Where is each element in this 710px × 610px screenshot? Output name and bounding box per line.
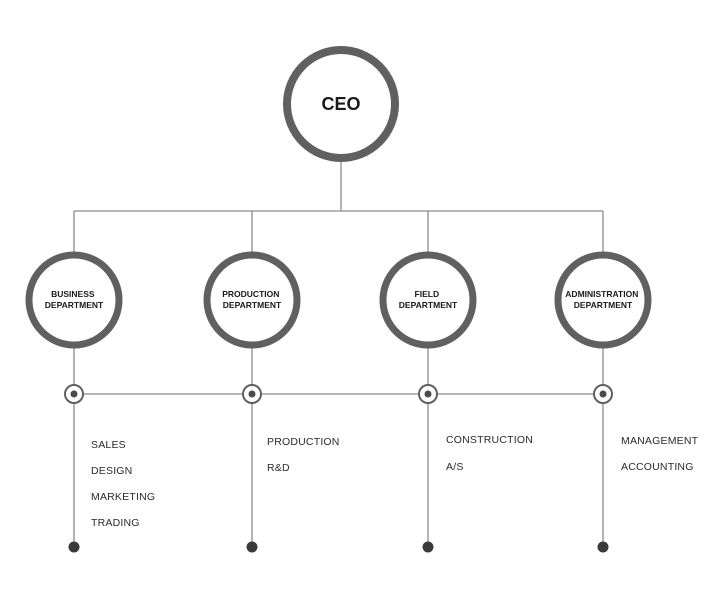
connectors	[73, 160, 604, 547]
items-list-administration: MANAGEMENT ACCOUNTING	[621, 435, 699, 473]
list-item: ACCOUNTING	[621, 461, 694, 473]
junction-dot	[70, 390, 78, 398]
department-node-field: FIELD DEPARTMENT	[379, 251, 477, 349]
junction-marker	[593, 384, 613, 404]
ceo-label: CEO	[321, 94, 360, 114]
junction-marker	[242, 384, 262, 404]
items-list-production: PRODUCTION R&D	[267, 436, 340, 474]
junction-dot	[599, 390, 607, 398]
items-list-business: SALES DESIGN MARKETING TRADING	[91, 439, 155, 529]
end-dot	[68, 541, 80, 553]
junction-dot	[424, 390, 432, 398]
department-label-line: FIELD	[415, 289, 440, 299]
end-dots	[68, 541, 609, 553]
list-item: R&D	[267, 462, 290, 474]
department-label-line: ADMINISTRATION	[565, 289, 638, 299]
department-circle	[25, 251, 123, 349]
list-item: PRODUCTION	[267, 436, 340, 448]
department-label-line: DEPARTMENT	[223, 300, 282, 310]
junction-marker	[418, 384, 438, 404]
junction-dot	[248, 390, 256, 398]
department-node-business: BUSINESS DEPARTMENT	[25, 251, 123, 349]
department-circle	[554, 251, 652, 349]
end-dot	[422, 541, 434, 553]
department-circle	[203, 251, 301, 349]
list-item: CONSTRUCTION	[446, 434, 533, 446]
end-dot	[597, 541, 609, 553]
department-label-line: DEPARTMENT	[399, 300, 458, 310]
ceo-circle	[283, 46, 399, 162]
list-item: TRADING	[91, 517, 140, 529]
list-item: DESIGN	[91, 465, 132, 477]
ceo-node: CEO	[283, 46, 399, 162]
junction-markers	[64, 384, 613, 404]
list-item: MANAGEMENT	[621, 435, 699, 447]
department-node-production: PRODUCTION DEPARTMENT	[203, 251, 301, 349]
list-item: A/S	[446, 461, 464, 473]
department-label: ADMINISTRATION DEPARTMENT	[565, 289, 640, 310]
end-dot	[246, 541, 258, 553]
department-label-line: BUSINESS	[51, 289, 95, 299]
department-label: FIELD DEPARTMENT	[399, 289, 458, 310]
department-label: BUSINESS DEPARTMENT	[45, 289, 104, 310]
department-label-line: PRODUCTION	[222, 289, 279, 299]
department-node-administration: ADMINISTRATION DEPARTMENT	[554, 251, 652, 349]
list-item: SALES	[91, 439, 126, 451]
items-list-field: CONSTRUCTION A/S	[446, 434, 533, 473]
department-label: PRODUCTION DEPARTMENT	[222, 289, 282, 310]
department-circle	[379, 251, 477, 349]
junction-marker	[64, 384, 84, 404]
department-label-line: DEPARTMENT	[45, 300, 104, 310]
list-item: MARKETING	[91, 491, 155, 503]
department-label-line: DEPARTMENT	[574, 300, 633, 310]
